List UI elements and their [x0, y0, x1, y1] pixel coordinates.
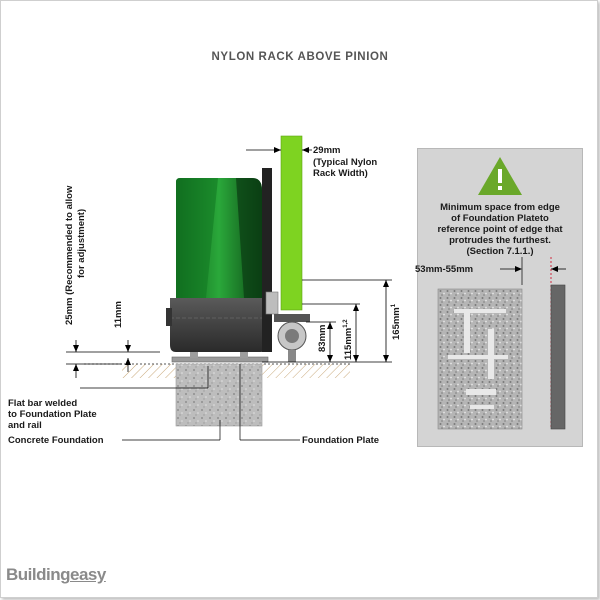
- concrete-foundation-label: Concrete Foundation: [8, 435, 104, 446]
- panel-drawing: [437, 257, 566, 430]
- flat-bar-label-2: to Foundation Plate: [8, 409, 97, 420]
- gate-rail: [288, 350, 296, 362]
- adjust-label-2: for adjustment): [76, 208, 87, 278]
- panel-text-2: of Foundation Plateto: [451, 213, 549, 224]
- panel-text-4: protrudes the furthest.: [449, 235, 551, 246]
- adjust-label-1: 25mm (Recommended to allow: [64, 185, 75, 325]
- foundation-plate-label: Foundation Plate: [302, 435, 380, 446]
- rack-width-desc-1: (Typical Nylon: [313, 157, 378, 168]
- gate-edge-top-view: [550, 284, 566, 430]
- flat-bar-label-3: and rail: [8, 420, 42, 431]
- foundation-plate: [171, 356, 269, 363]
- warning-triangle-icon: [478, 157, 522, 195]
- diagram-title: NYLON RACK ABOVE PINION: [211, 51, 389, 63]
- rack-width-value: 29mm: [313, 145, 341, 156]
- dim-11mm: 11mm: [113, 301, 124, 328]
- dim-115mm: 115mm1,2: [343, 319, 355, 360]
- dim-83mm: 83mm: [317, 324, 328, 352]
- dim-165mm: 165mm1: [391, 303, 403, 340]
- nylon-rack: [280, 135, 303, 311]
- panel-text-3: reference point of edge that: [437, 224, 563, 235]
- concrete-foundation: [175, 363, 263, 427]
- panel-dim-label: 53mm-55mm: [415, 264, 474, 275]
- flat-bar-label-1: Flat bar welded: [8, 398, 78, 409]
- brand-logo: Buildingeasy: [6, 565, 106, 584]
- panel-text-1: Minimum space from edge: [440, 202, 560, 213]
- clearance-panel: Minimum space from edge of Foundation Pl…: [415, 148, 583, 447]
- panel-text-5: (Section 7.1.1.): [466, 246, 534, 257]
- rack-width-desc-2: Rack Width): [313, 168, 368, 179]
